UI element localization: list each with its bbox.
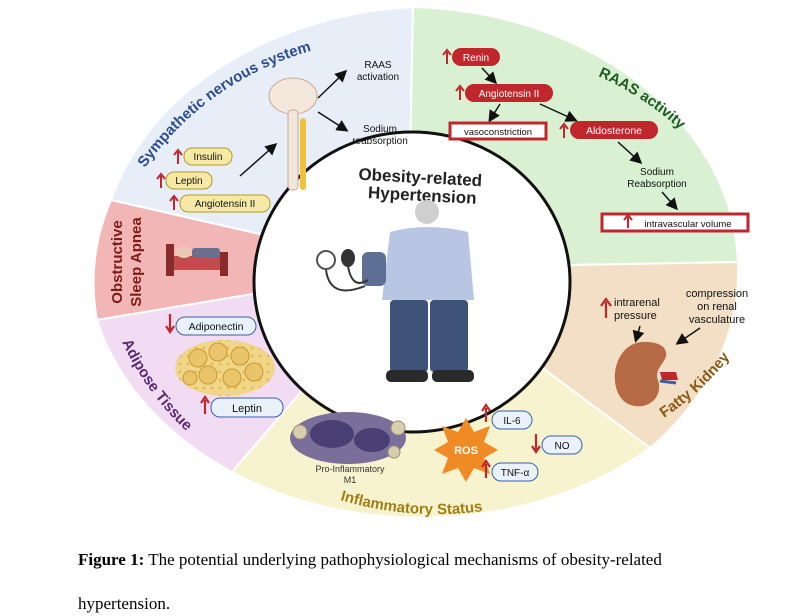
sns-out2-line2: reabsorption — [352, 136, 408, 147]
up-arrow-icon — [173, 148, 183, 164]
caption-text-1: The potential underlying pathophysiologi… — [144, 550, 662, 569]
sns-input-pill-1 — [183, 147, 233, 166]
fatty-left-line2: pressure — [614, 310, 657, 322]
figure-caption-line1: Figure 1: The potential underlying patho… — [78, 550, 662, 570]
down-arrow-icon — [531, 434, 541, 454]
adiponectin-pill — [175, 316, 257, 336]
sns-input-pill-3 — [179, 194, 271, 213]
up-arrow-icon — [200, 395, 210, 414]
fatty-right-line2: on renal — [697, 301, 737, 313]
vessel-bar — [448, 121, 548, 141]
adipose-leptin-label: Leptin — [232, 403, 262, 415]
ros-label: ROS — [454, 445, 478, 457]
up-arrow-icon — [481, 459, 491, 478]
figure-graphic: Obesity-related Hypertension Sympathetic… — [92, 5, 750, 519]
segment-osa — [92, 198, 409, 322]
up-arrow-icon — [442, 48, 452, 64]
caption-text-2: hypertension. — [78, 594, 171, 613]
down-arrow-icon — [165, 314, 175, 334]
fatty-left-line1: intrarenal — [614, 297, 660, 309]
up-arrow-icon — [559, 122, 569, 138]
sns-input-1: Insulin — [194, 152, 223, 163]
tnf-pill — [491, 462, 539, 482]
macrophage-icon — [290, 412, 406, 464]
osa-title-line2: Sleep Apnea — [128, 217, 145, 307]
up-arrow-icon — [600, 297, 612, 318]
angiotensin-pill — [465, 84, 553, 102]
figure-caption-line2: hypertension. — [78, 594, 170, 614]
vaso-label: vasoconstriction — [464, 127, 532, 138]
fatty-right-line3: vasculature — [689, 314, 745, 326]
angiotensin-label: Angiotensin II — [479, 89, 540, 100]
adipocyte-cluster-icon — [175, 340, 275, 396]
adiponectin-label: Adiponectin — [189, 321, 244, 333]
renin-pill — [452, 48, 500, 66]
brain-spine-icon — [268, 77, 318, 191]
up-arrow-icon — [156, 172, 166, 188]
inflam-content: Inflammatory Status Pro-Inflammatory M1 … — [290, 403, 583, 518]
sns-out2-line1: Sodium — [363, 124, 397, 135]
up-arrow-icon — [623, 213, 633, 228]
sns-input-pill-2 — [165, 171, 213, 190]
sns-input-2: Leptin — [175, 176, 202, 187]
up-arrow-icon — [455, 84, 465, 100]
sns-out1-line2: activation — [357, 72, 399, 83]
figure-label: Figure 1: — [78, 550, 145, 569]
sns-input-3: Angiotensin II — [195, 199, 256, 210]
raas-sodium-line2: Reabsorption — [627, 179, 686, 190]
person-illustration — [316, 200, 474, 382]
volume-vessel — [600, 212, 750, 233]
macro-label-line2: M1 — [344, 475, 357, 485]
il6-label: IL-6 — [503, 416, 521, 427]
bed-icon — [166, 244, 228, 276]
tnf-label: TNF-α — [501, 468, 530, 479]
aldosterone-pill — [570, 121, 658, 139]
volume-label: intravascular volume — [644, 219, 731, 230]
no-pill — [541, 435, 583, 455]
il6-pill — [491, 410, 533, 430]
up-arrow-icon — [481, 403, 491, 422]
fatty-right-line1: compression — [686, 288, 748, 300]
renin-label: Renin — [463, 53, 489, 64]
up-arrow-icon — [169, 194, 179, 210]
aldosterone-label: Aldosterone — [586, 125, 642, 137]
osa-title-line1: Obstructive — [109, 220, 126, 303]
kidney-icon — [614, 341, 678, 407]
macro-label-line1: Pro-Inflammatory — [315, 464, 385, 474]
leptin-pill — [210, 397, 284, 418]
raas-sodium-line1: Sodium — [640, 167, 674, 178]
osa-content: Obstructive Sleep Apnea — [109, 217, 228, 307]
no-label: NO — [555, 441, 570, 452]
sns-out1-line1: RAAS — [364, 60, 392, 71]
